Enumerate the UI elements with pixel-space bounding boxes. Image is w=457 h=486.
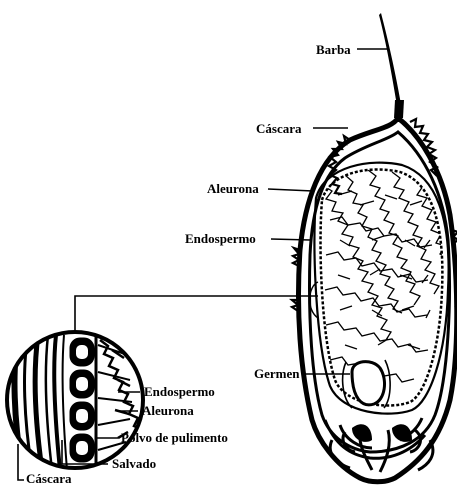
detail-magnifier <box>7 332 143 470</box>
endosperm-texture <box>322 170 454 382</box>
magnifier-connector <box>75 296 318 332</box>
label-endospermo-top: Endospermo <box>185 231 256 246</box>
label-cascara-bottom: Cáscara <box>26 471 72 486</box>
label-aleurona-top: Aleurona <box>207 181 259 196</box>
rice-grain <box>292 13 457 482</box>
label-salvado: Salvado <box>112 456 156 471</box>
label-cascara-top: Cáscara <box>256 121 302 136</box>
label-endospermo-detail: Endospermo <box>144 384 215 399</box>
awn <box>379 13 402 112</box>
label-aleurona-detail: Aleurona <box>142 403 194 418</box>
germ <box>352 362 385 405</box>
hull-inner <box>310 132 450 452</box>
label-germen: Germen <box>254 366 300 381</box>
label-barba: Barba <box>316 42 351 57</box>
label-polvo-de-pulimento: Polvo de pulimento <box>121 430 228 445</box>
